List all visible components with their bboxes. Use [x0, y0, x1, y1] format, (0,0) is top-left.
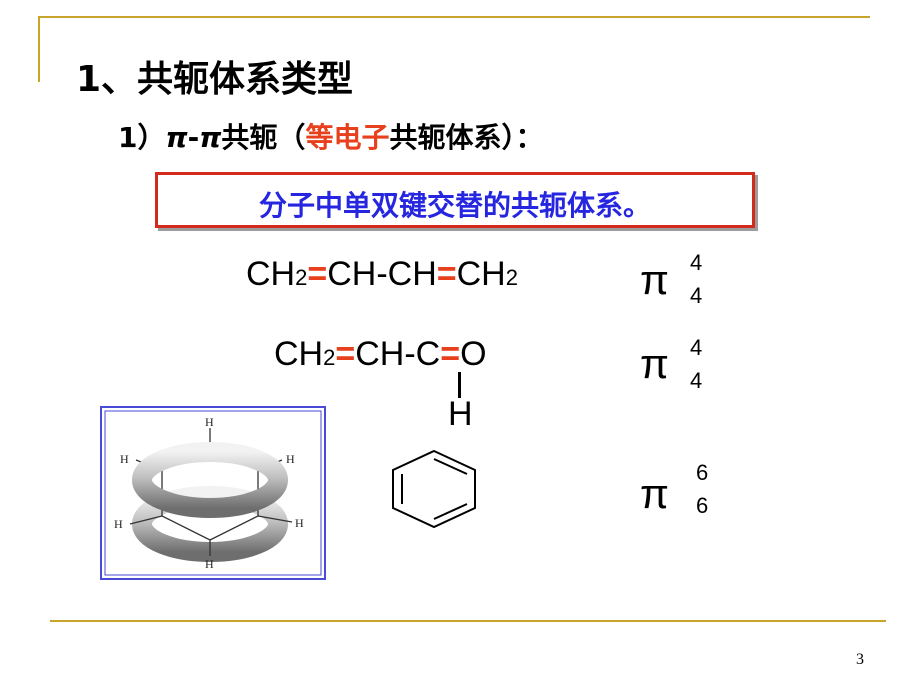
formula-part: CH-CH: [327, 255, 437, 293]
formula-acrolein: CH2=CH-C=O: [274, 335, 487, 374]
gold-bottom-rule: [50, 620, 886, 622]
formula-subscript: 2: [323, 345, 336, 370]
subtitle-prefix: 1）: [118, 121, 166, 154]
subtitle-mid: 共轭（: [221, 121, 306, 154]
formula-subscript: 2: [505, 265, 518, 290]
hydrogen-label: H: [205, 415, 214, 429]
hydrogen-label: H: [286, 452, 295, 466]
pi-superscript: 6: [696, 460, 709, 485]
double-bond: =: [436, 255, 457, 293]
benzene-pi-cloud-model: H H H H H H: [100, 406, 326, 580]
subtitle-dash: -: [187, 121, 200, 154]
formula-part: CH: [246, 255, 296, 293]
hydrogen-label: H: [205, 557, 214, 571]
pi-superscript: 4: [690, 250, 703, 275]
double-bond: =: [335, 335, 356, 373]
definition-text: 分子中单双键交替的共轭体系。: [258, 189, 651, 222]
formula-part: CH-C: [355, 335, 441, 373]
formula-part: CH: [456, 255, 506, 293]
formula-part: CH: [274, 335, 324, 373]
benzene-structure: [392, 449, 476, 529]
subtitle-highlight: 等电子: [305, 121, 390, 154]
pi-subscript: 6: [696, 493, 709, 518]
formula-subscript: 2: [295, 265, 308, 290]
gold-vertical-rule: [38, 16, 40, 82]
pi-subscript: 4: [690, 283, 703, 308]
double-bond: =: [440, 335, 461, 373]
pi-notation: π: [640, 340, 669, 387]
subtitle-end: 共轭体系）：: [389, 121, 544, 154]
pi-superscript: 4: [690, 335, 703, 360]
hydrogen-label: H: [114, 517, 123, 531]
single-bond-line: [458, 372, 461, 398]
formula-butadiene: CH2=CH-CH=CH2: [246, 255, 518, 294]
pi-symbol: π: [165, 121, 188, 154]
definition-box: 分子中单双键交替的共轭体系。: [155, 172, 755, 228]
gold-top-rule: [38, 16, 870, 18]
slide-title: 1、共轭体系类型: [76, 59, 354, 100]
pi-subscript: 4: [690, 368, 703, 393]
hydrogen-label: H: [120, 452, 129, 466]
pi-notation: π: [640, 256, 669, 303]
hydrogen-atom: H: [448, 395, 473, 433]
pi-notation: π: [640, 470, 669, 517]
pi-symbol: π: [199, 121, 222, 154]
double-bond: =: [307, 255, 328, 293]
page-number: 3: [856, 651, 864, 668]
formula-part: O: [460, 335, 487, 373]
hydrogen-label: H: [295, 516, 304, 530]
subtitle: 1）π-π共轭（等电子共轭体系）：: [118, 116, 543, 156]
